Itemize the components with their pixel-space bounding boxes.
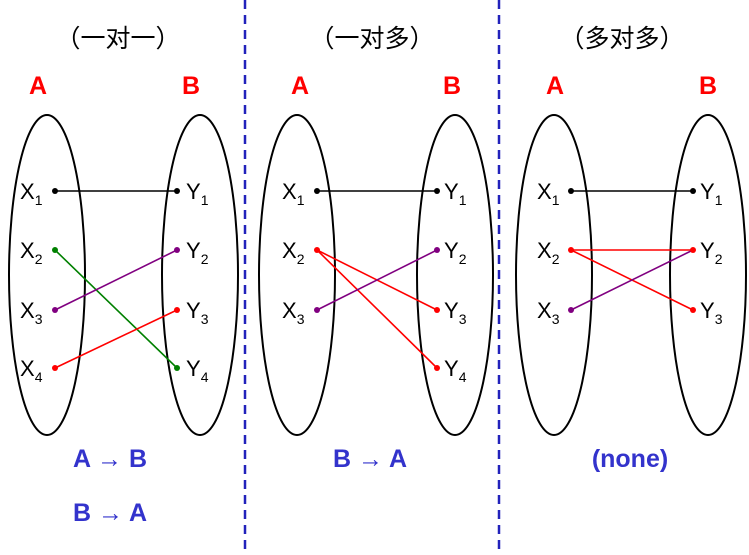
node-y3-label: Y3 xyxy=(186,298,209,327)
node-y2-dot xyxy=(434,247,440,253)
node-y1-dot xyxy=(434,188,440,194)
node-x3-dot xyxy=(314,307,320,313)
panel-caption: B → A xyxy=(333,445,407,473)
node-x2-label: X2 xyxy=(537,238,560,267)
node-x1-dot xyxy=(314,188,320,194)
node-x1-label: X1 xyxy=(537,179,560,208)
node-y1-label: Y1 xyxy=(700,179,723,208)
node-x4-dot xyxy=(52,365,58,371)
set-a-ellipse xyxy=(258,114,336,436)
set-a-label: A xyxy=(29,72,47,100)
panel-caption: (none) xyxy=(592,445,668,473)
set-b-ellipse xyxy=(161,114,239,436)
node-x2-dot xyxy=(52,247,58,253)
edge-x4-y3 xyxy=(54,309,178,369)
edge-x3-y2 xyxy=(570,249,694,311)
node-y4-dot xyxy=(174,365,180,371)
panel-caption: B → A xyxy=(73,499,147,527)
set-b-label: B xyxy=(443,72,461,100)
panel-title: （一对多） xyxy=(309,25,434,53)
node-x2-label: X2 xyxy=(282,238,305,267)
node-y3-dot xyxy=(434,307,440,313)
node-x3-label: X3 xyxy=(20,298,43,327)
edge-x2-y4 xyxy=(316,249,438,369)
node-y3-dot xyxy=(174,307,180,313)
node-x1-dot xyxy=(568,188,574,194)
node-x2-dot xyxy=(568,247,574,253)
node-x1-label: X1 xyxy=(282,179,305,208)
set-b-ellipse xyxy=(669,114,747,436)
node-x3-label: X3 xyxy=(537,298,560,327)
node-y1-dot xyxy=(690,188,696,194)
node-y1-label: Y1 xyxy=(444,179,467,208)
edge-x2-y4 xyxy=(54,249,178,369)
node-x3-label: X3 xyxy=(282,298,305,327)
node-x1-label: X1 xyxy=(20,179,43,208)
node-y2-label: Y2 xyxy=(186,238,209,267)
set-a-label: A xyxy=(291,72,309,100)
node-x2-dot xyxy=(314,247,320,253)
panel-title: （多对多） xyxy=(559,25,684,53)
node-y4-dot xyxy=(434,365,440,371)
node-y2-dot xyxy=(690,247,696,253)
panel-title: （一对一） xyxy=(55,25,180,53)
node-y3-label: Y3 xyxy=(444,298,467,327)
panel-caption: A → B xyxy=(73,445,147,473)
node-y2-dot xyxy=(174,247,180,253)
node-x2-label: X2 xyxy=(20,238,43,267)
node-y1-label: Y1 xyxy=(186,179,209,208)
node-x1-dot xyxy=(52,188,58,194)
node-y4-label: Y4 xyxy=(444,356,467,385)
set-b-label: B xyxy=(699,72,717,100)
node-x3-dot xyxy=(52,307,58,313)
set-a-label: A xyxy=(546,72,564,100)
set-b-ellipse xyxy=(416,114,494,436)
node-y1-dot xyxy=(174,188,180,194)
node-y2-label: Y2 xyxy=(700,238,723,267)
node-y2-label: Y2 xyxy=(444,238,467,267)
set-b-label: B xyxy=(182,72,200,100)
set-a-ellipse xyxy=(515,114,593,436)
edge-x3-y2 xyxy=(54,249,178,311)
node-x4-label: X4 xyxy=(20,356,43,385)
set-a-ellipse xyxy=(8,114,86,436)
node-y3-dot xyxy=(690,307,696,313)
node-y3-label: Y3 xyxy=(700,298,723,327)
edge-x3-y2 xyxy=(316,249,438,311)
node-y4-label: Y4 xyxy=(186,356,209,385)
node-x3-dot xyxy=(568,307,574,313)
